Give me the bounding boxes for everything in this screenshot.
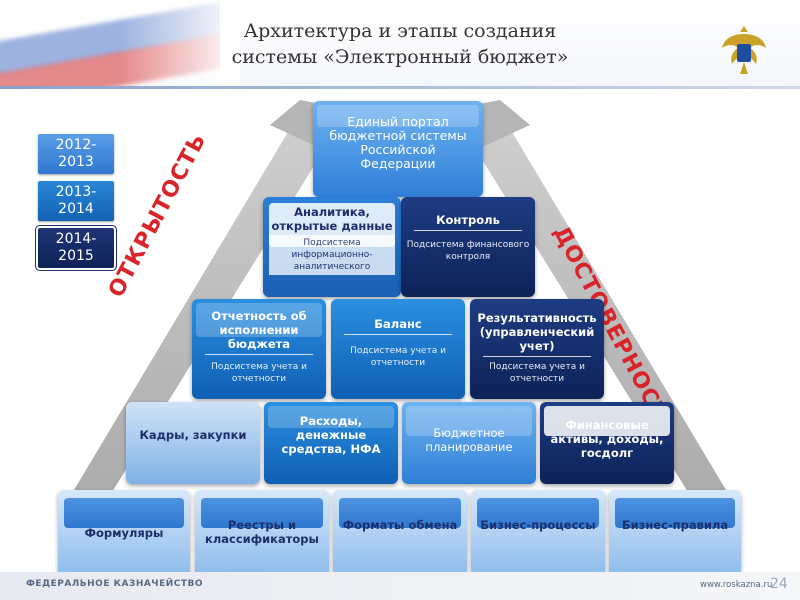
year-badge: 2013- 2014 bbox=[38, 181, 114, 221]
control-box: Контроль Подсистема финансового контроля bbox=[401, 197, 535, 297]
portal-box: Единый портал бюджетной системы Российск… bbox=[313, 101, 483, 197]
registers-box: Реестры и классификаторы bbox=[195, 490, 329, 576]
budget-planning-box: Бюджетное планирование bbox=[402, 402, 536, 484]
footer: ФЕДЕРАЛЬНОЕ КАЗНАЧЕЙСТВО www.roskazna.ru… bbox=[0, 572, 800, 600]
business-processes-box: Бизнес-процессы bbox=[471, 490, 605, 576]
page-number: 24 bbox=[770, 576, 788, 592]
balance-box: Баланс Подсистема учета и отчетности bbox=[331, 299, 465, 399]
performance-box: Результативность (управленческий учет) П… bbox=[470, 299, 604, 399]
footer-url[interactable]: www.roskazna.ru bbox=[700, 580, 773, 590]
financial-assets-box: Финансовые активы, доходы, госдолг bbox=[540, 402, 674, 484]
business-rules-box: Бизнес-правила bbox=[609, 490, 741, 576]
expenses-box: Расходы, денежные средства, НФА bbox=[264, 402, 398, 484]
header: Архитектура и этапы создания системы «Эл… bbox=[0, 0, 800, 89]
staff-procurement-box: Кадры, закупки bbox=[126, 402, 260, 484]
footer-org: ФЕДЕРАЛЬНОЕ КАЗНАЧЕЙСТВО bbox=[26, 579, 204, 589]
exchange-formats-box: Форматы обмена bbox=[333, 490, 467, 576]
treasury-emblem-icon bbox=[722, 26, 766, 74]
analytics-box: Аналитика, открытые данные Подсистема ин… bbox=[263, 197, 401, 297]
forms-box: Формуляры bbox=[58, 490, 190, 576]
years-list: 2012- 2013 2013- 2014 2014- 2015 bbox=[36, 134, 116, 275]
budget-report-box: Отчетность об исполнении бюджета Подсист… bbox=[192, 299, 326, 399]
year-badge: 2014- 2015 bbox=[36, 226, 116, 270]
slide-title: Архитектура и этапы создания системы «Эл… bbox=[231, 20, 569, 68]
year-badge: 2012- 2013 bbox=[38, 134, 114, 174]
